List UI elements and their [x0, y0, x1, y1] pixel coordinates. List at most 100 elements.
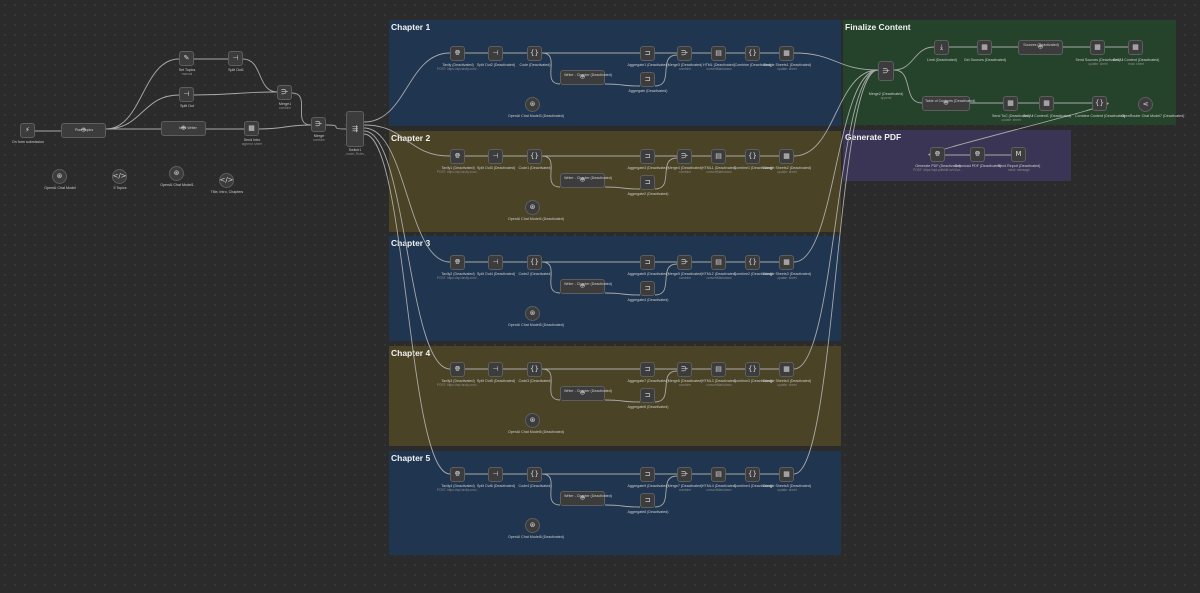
- split-node-ch4[interactable]: ⊣: [488, 362, 503, 377]
- mergeN-node-ch1[interactable]: ⋺: [677, 46, 692, 61]
- set-topics-node[interactable]: ✎: [179, 51, 194, 66]
- openai-chat-model-node-ch5[interactable]: ⊛: [525, 518, 540, 533]
- combine-node-ch2[interactable]: {}: [745, 149, 760, 164]
- code-node-ch1[interactable]: {}: [527, 46, 542, 61]
- agg1-node-ch4[interactable]: ⊐: [640, 362, 655, 377]
- table-of-contents-node[interactable]: 🤖︎: [922, 96, 970, 111]
- limit-node[interactable]: ⤓: [934, 40, 949, 55]
- openai-chat-model-node-ch3[interactable]: ⊛: [525, 306, 540, 321]
- agg1-node-ch2[interactable]: ⊐: [640, 149, 655, 164]
- aggregate-icon: ⊐: [644, 496, 651, 504]
- sticky-chapter-3[interactable]: Chapter 3: [389, 236, 841, 341]
- code-node-ch3[interactable]: {}: [527, 255, 542, 270]
- split-out-node[interactable]: ⊣: [179, 87, 194, 102]
- agg2-node-ch2[interactable]: ⊐: [640, 175, 655, 190]
- node-label: Sources (Deactivated): [1023, 43, 1059, 47]
- tavily-node-ch4[interactable]: 🌐︎: [450, 362, 465, 377]
- sources-agent-node[interactable]: 🤖︎: [1018, 40, 1063, 55]
- mergeN-node-ch4[interactable]: ⋺: [677, 362, 692, 377]
- openai-chat-model-node[interactable]: ⊛: [52, 169, 67, 184]
- code-node-ch5[interactable]: {}: [527, 467, 542, 482]
- node-label: OpenAI Chat Model: [44, 186, 76, 190]
- title-parser-node[interactable]: </>: [219, 173, 234, 188]
- agg1-node-ch5[interactable]: ⊐: [640, 467, 655, 482]
- split-node-ch5[interactable]: ⊣: [488, 467, 503, 482]
- writer-chapter-node-ch1[interactable]: 🤖︎: [560, 70, 605, 85]
- braces-icon: {}: [748, 470, 757, 478]
- sheets-node-ch3[interactable]: ▦: [779, 255, 794, 270]
- openai-chat-model-node-ch1[interactable]: ⊛: [525, 97, 540, 112]
- generate-pdf-node[interactable]: 🌐︎: [930, 147, 945, 162]
- merge-node[interactable]: ⋺: [311, 117, 326, 132]
- combine-node-ch4[interactable]: {}: [745, 362, 760, 377]
- writer-chapter-node-ch3[interactable]: 🤖︎: [560, 279, 605, 294]
- intro-writer-node[interactable]: 🤖︎: [161, 121, 206, 136]
- openai-chat-model1-node[interactable]: ⊛: [169, 166, 184, 181]
- split-node-ch3[interactable]: ⊣: [488, 255, 503, 270]
- form-trigger-node[interactable]: ⚡: [20, 123, 35, 138]
- merge1-node[interactable]: ⋺: [277, 85, 292, 100]
- agg1-node-ch1[interactable]: ⊐: [640, 46, 655, 61]
- switch-icon: ⇶: [352, 124, 358, 133]
- html-node-ch2[interactable]: ▤: [711, 149, 726, 164]
- get-all-content-node[interactable]: ▦: [1128, 40, 1143, 55]
- merge2-node[interactable]: ⋺: [878, 61, 894, 81]
- tavily-node-ch5[interactable]: 🌐︎: [450, 467, 465, 482]
- split-node-ch2[interactable]: ⊣: [488, 149, 503, 164]
- html-node-ch5[interactable]: ▤: [711, 467, 726, 482]
- openrouter-icon: ⋖: [1142, 100, 1149, 108]
- agg2-node-ch3[interactable]: ⊐: [640, 281, 655, 296]
- writer-chapter-node-ch4[interactable]: 🤖︎: [560, 386, 605, 401]
- send-intro-node[interactable]: ▦: [244, 121, 259, 136]
- get-sources-node[interactable]: ▦: [977, 40, 992, 55]
- braces-icon: {}: [530, 152, 539, 160]
- mergeN-node-ch3[interactable]: ⋺: [677, 255, 692, 270]
- openrouter-chat-model-node[interactable]: ⋖: [1138, 97, 1153, 112]
- code-node-ch2[interactable]: {}: [527, 149, 542, 164]
- split-out1-node[interactable]: ⊣: [228, 51, 243, 66]
- agg1-node-ch3[interactable]: ⊐: [640, 255, 655, 270]
- code-node-ch4[interactable]: {}: [527, 362, 542, 377]
- split-node-ch1[interactable]: ⊣: [488, 46, 503, 61]
- sticky-chapter-2[interactable]: Chapter 2: [389, 131, 841, 232]
- sticky-generate-pdf[interactable]: Generate PDF: [843, 130, 1071, 181]
- sheets-node-ch5[interactable]: ▦: [779, 467, 794, 482]
- sheets-icon: ▦: [1094, 43, 1101, 51]
- html-node-ch4[interactable]: ▤: [711, 362, 726, 377]
- sheets-node-ch2[interactable]: ▦: [779, 149, 794, 164]
- mergeN-node-ch2[interactable]: ⋺: [677, 149, 692, 164]
- download-pdf-node[interactable]: 🌐︎: [970, 147, 985, 162]
- sticky-chapter-4[interactable]: Chapter 4: [389, 346, 841, 446]
- combine-content-node[interactable]: {}: [1092, 96, 1107, 111]
- tavily-node-ch3[interactable]: 🌐︎: [450, 255, 465, 270]
- send-toc-node[interactable]: ▦: [1003, 96, 1018, 111]
- send-sources-node[interactable]: ▦: [1090, 40, 1105, 55]
- writer-chapter-node-ch2[interactable]: 🤖︎: [560, 173, 605, 188]
- writer-chapter-node-ch5[interactable]: 🤖︎: [560, 491, 605, 506]
- combine-node-ch3[interactable]: {}: [745, 255, 760, 270]
- output-parser-node[interactable]: </>: [112, 169, 127, 184]
- tavily-node-ch1[interactable]: 🌐︎: [450, 46, 465, 61]
- node-label: Tavily3 (Deactivated)POST: https://api.t…: [433, 379, 483, 387]
- label-sub: update: sheet: [1001, 118, 1021, 123]
- send-report-node[interactable]: M: [1011, 147, 1026, 162]
- sheets-node-ch4[interactable]: ▦: [779, 362, 794, 377]
- openai-chat-model-node-ch2[interactable]: ⊛: [525, 200, 540, 215]
- agg2-node-ch5[interactable]: ⊐: [640, 493, 655, 508]
- switch-node[interactable]: ⇶: [346, 111, 364, 147]
- combine-node-ch1[interactable]: {}: [745, 46, 760, 61]
- tavily-node-ch2[interactable]: 🌐︎: [450, 149, 465, 164]
- plan-topics-node[interactable]: 🤖︎: [61, 123, 106, 138]
- sticky-chapter-1[interactable]: Chapter 1: [389, 20, 841, 126]
- html-node-ch3[interactable]: ▤: [711, 255, 726, 270]
- combine-node-ch5[interactable]: {}: [745, 467, 760, 482]
- openai-chat-model-node-ch4[interactable]: ⊛: [525, 413, 540, 428]
- html-node-ch1[interactable]: ▤: [711, 46, 726, 61]
- agg2-node-ch1[interactable]: ⊐: [640, 72, 655, 87]
- get-all-content1-node[interactable]: ▦: [1039, 96, 1054, 111]
- sheets-node-ch1[interactable]: ▦: [779, 46, 794, 61]
- mergeN-node-ch5[interactable]: ⋺: [677, 467, 692, 482]
- agg2-node-ch4[interactable]: ⊐: [640, 388, 655, 403]
- node-label: OpenRouter Chat Model7 (Deactivated): [1121, 114, 1185, 118]
